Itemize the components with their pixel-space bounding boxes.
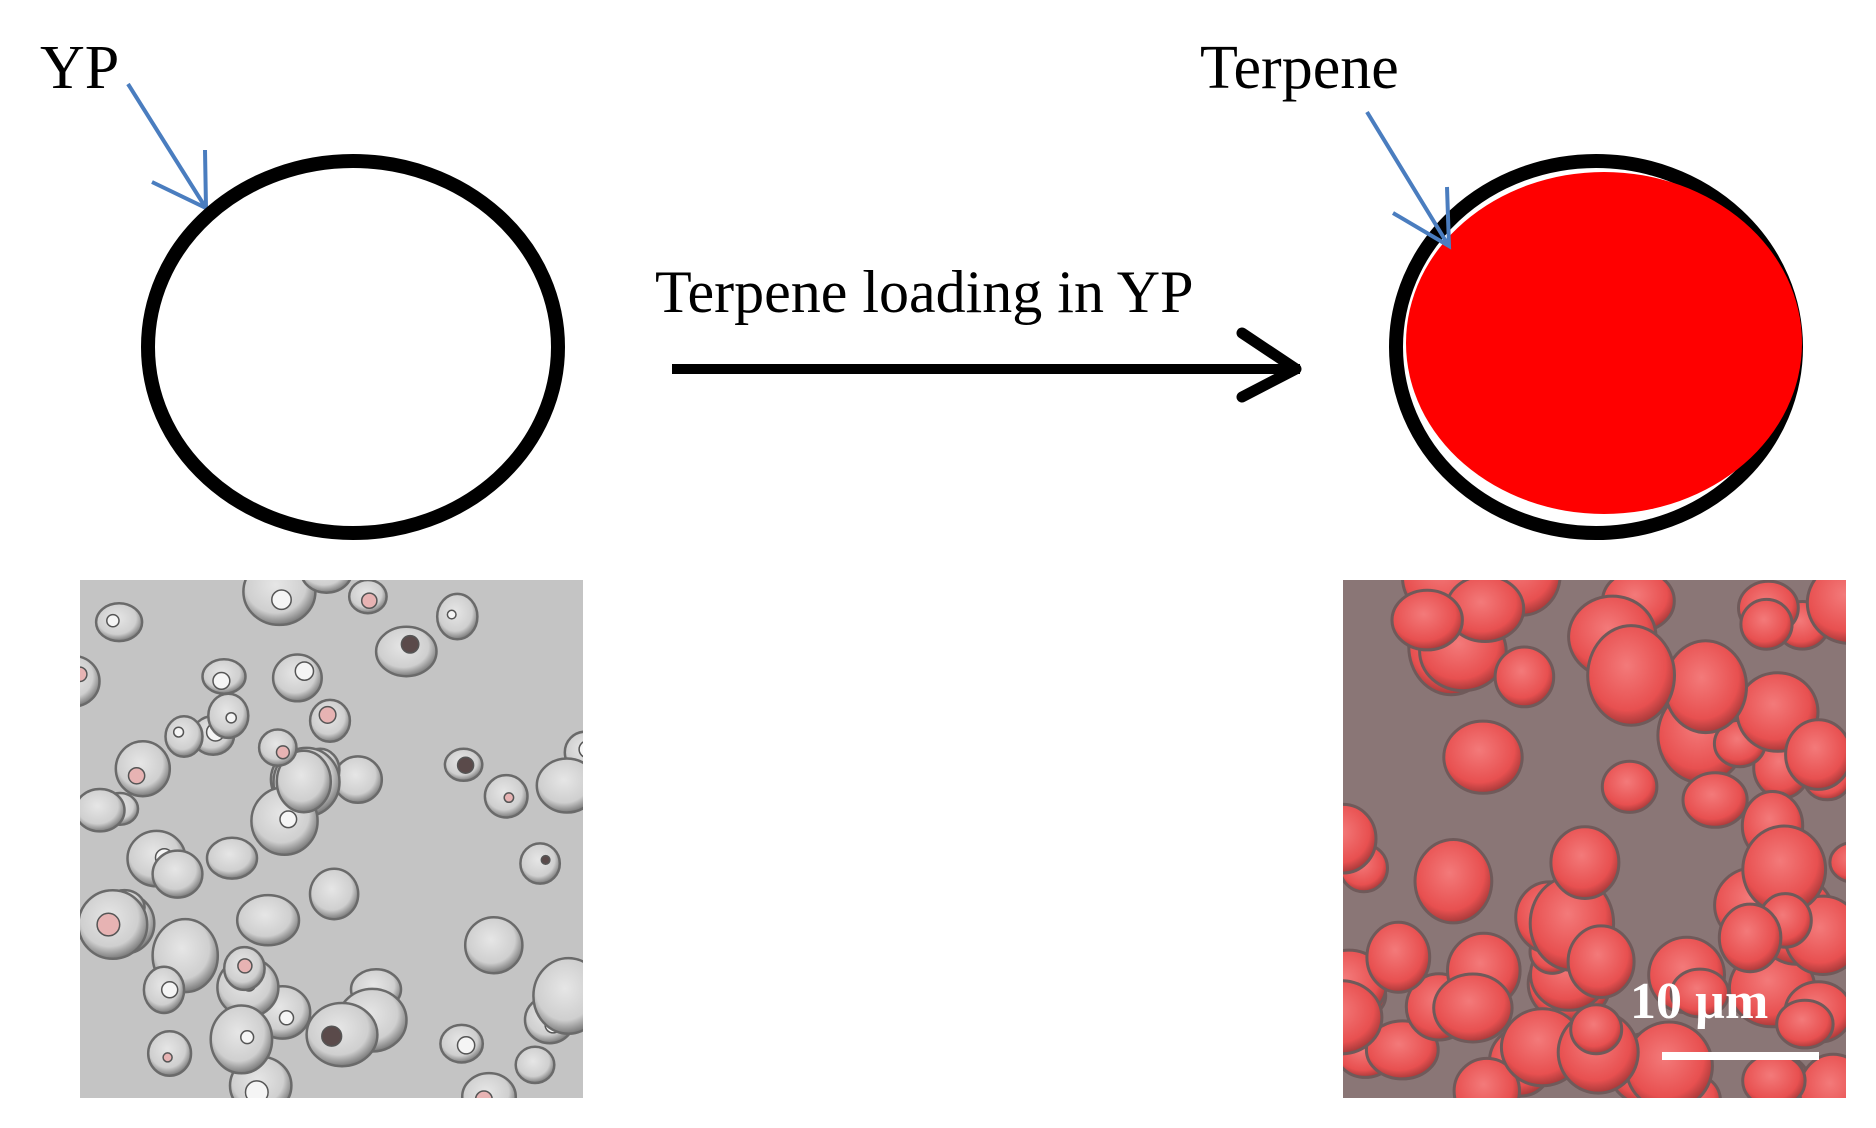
loaded-cell [1569, 1003, 1624, 1056]
empty-cell [80, 655, 101, 707]
loaded-cell [1775, 998, 1835, 1050]
cell-vacuole [106, 613, 120, 628]
empty-cell [460, 1071, 518, 1098]
empty-cell [235, 893, 301, 947]
empty-cell [535, 757, 583, 814]
cell-vacuole [80, 666, 88, 683]
cell-vacuole [225, 711, 238, 724]
loaded-cell [1805, 580, 1846, 645]
empty-cell [332, 755, 384, 805]
loaded-cell [1663, 639, 1748, 735]
yp-label: YP [40, 34, 119, 102]
loaded-cell [1343, 979, 1384, 1056]
loaded-cell [1586, 624, 1676, 727]
cell-vacuole [315, 559, 331, 575]
cell-vacuole [160, 981, 179, 999]
cell-vacuole [279, 810, 298, 829]
cell-vacuole [244, 1080, 269, 1098]
micrograph-loaded-particles: 10 µm [1343, 580, 1846, 1098]
cell-vacuole [446, 609, 457, 620]
empty-cell [80, 787, 126, 833]
cell-vacuole [456, 1035, 476, 1055]
loaded-cell [1669, 967, 1731, 1019]
cell-vacuole [162, 1052, 173, 1063]
cell-vacuole [275, 745, 291, 760]
empty-cell [275, 749, 333, 814]
cell-vacuole [237, 958, 253, 974]
cell-vacuole [318, 705, 337, 724]
empty-cell [114, 739, 172, 798]
empty-cell [435, 592, 479, 641]
cell-vacuole [540, 854, 551, 865]
empty-cell [205, 836, 259, 880]
loaded-cell [1784, 718, 1846, 791]
loaded-cell [1828, 841, 1846, 883]
loaded-cell [1390, 588, 1464, 652]
loaded-cell [1798, 1052, 1846, 1098]
empty-cell [151, 849, 204, 899]
cell-vacuole [127, 766, 146, 785]
cell-vacuole [271, 589, 292, 611]
empty-yp-particle [141, 154, 565, 540]
empty-cell [301, 580, 352, 594]
loaded-cell [1365, 920, 1432, 994]
empty-cell [164, 715, 204, 758]
terpene-pointer-arrow [1365, 110, 1452, 250]
cell-vacuole [360, 592, 378, 610]
loaded-cell [1624, 1020, 1714, 1098]
empty-cell [514, 1045, 556, 1085]
process-arrow [672, 327, 1302, 403]
cell-vacuole [172, 726, 185, 738]
loaded-cell [1442, 719, 1524, 795]
cell-vacuole [503, 792, 515, 804]
scale-bar-label: 10 µm [1630, 973, 1768, 1030]
cell-vacuole [578, 741, 583, 758]
loaded-cell [1549, 825, 1621, 900]
cell-vacuole [456, 756, 475, 774]
empty-cell [532, 956, 583, 1035]
loaded-cell [1566, 924, 1636, 1000]
loaded-cell [1432, 972, 1514, 1044]
micrograph-empty-particles [80, 559, 583, 1098]
cell-vacuole [240, 1030, 255, 1045]
cell-vacuole [212, 671, 231, 691]
loaded-yp-particle [1389, 154, 1803, 540]
terpene-label: Terpene [1200, 34, 1399, 102]
cell-vacuole [294, 661, 315, 681]
yp-pointer-arrow [126, 82, 209, 212]
loaded-cell [1343, 802, 1378, 875]
loaded-cell [1717, 902, 1783, 974]
cell-vacuole [278, 1010, 295, 1026]
loaded-cell [1741, 1052, 1807, 1098]
empty-cell [308, 867, 360, 921]
terpene-core [1406, 172, 1802, 514]
loaded-cell [1681, 771, 1749, 829]
loaded-cell [1600, 759, 1659, 814]
cell-vacuole [321, 1025, 343, 1047]
process-label: Terpene loading in YP [655, 259, 1193, 325]
scale-bar [1662, 1052, 1819, 1060]
cell-vacuole [400, 634, 420, 654]
loaded-cell [1739, 597, 1794, 651]
empty-cell [463, 915, 524, 975]
cell-vacuole [474, 1090, 493, 1098]
empty-cell [519, 842, 562, 885]
cell-vacuole [96, 912, 121, 937]
loaded-cell [1413, 838, 1494, 925]
loaded-cell [1452, 1056, 1521, 1098]
loaded-cell [1493, 645, 1556, 709]
